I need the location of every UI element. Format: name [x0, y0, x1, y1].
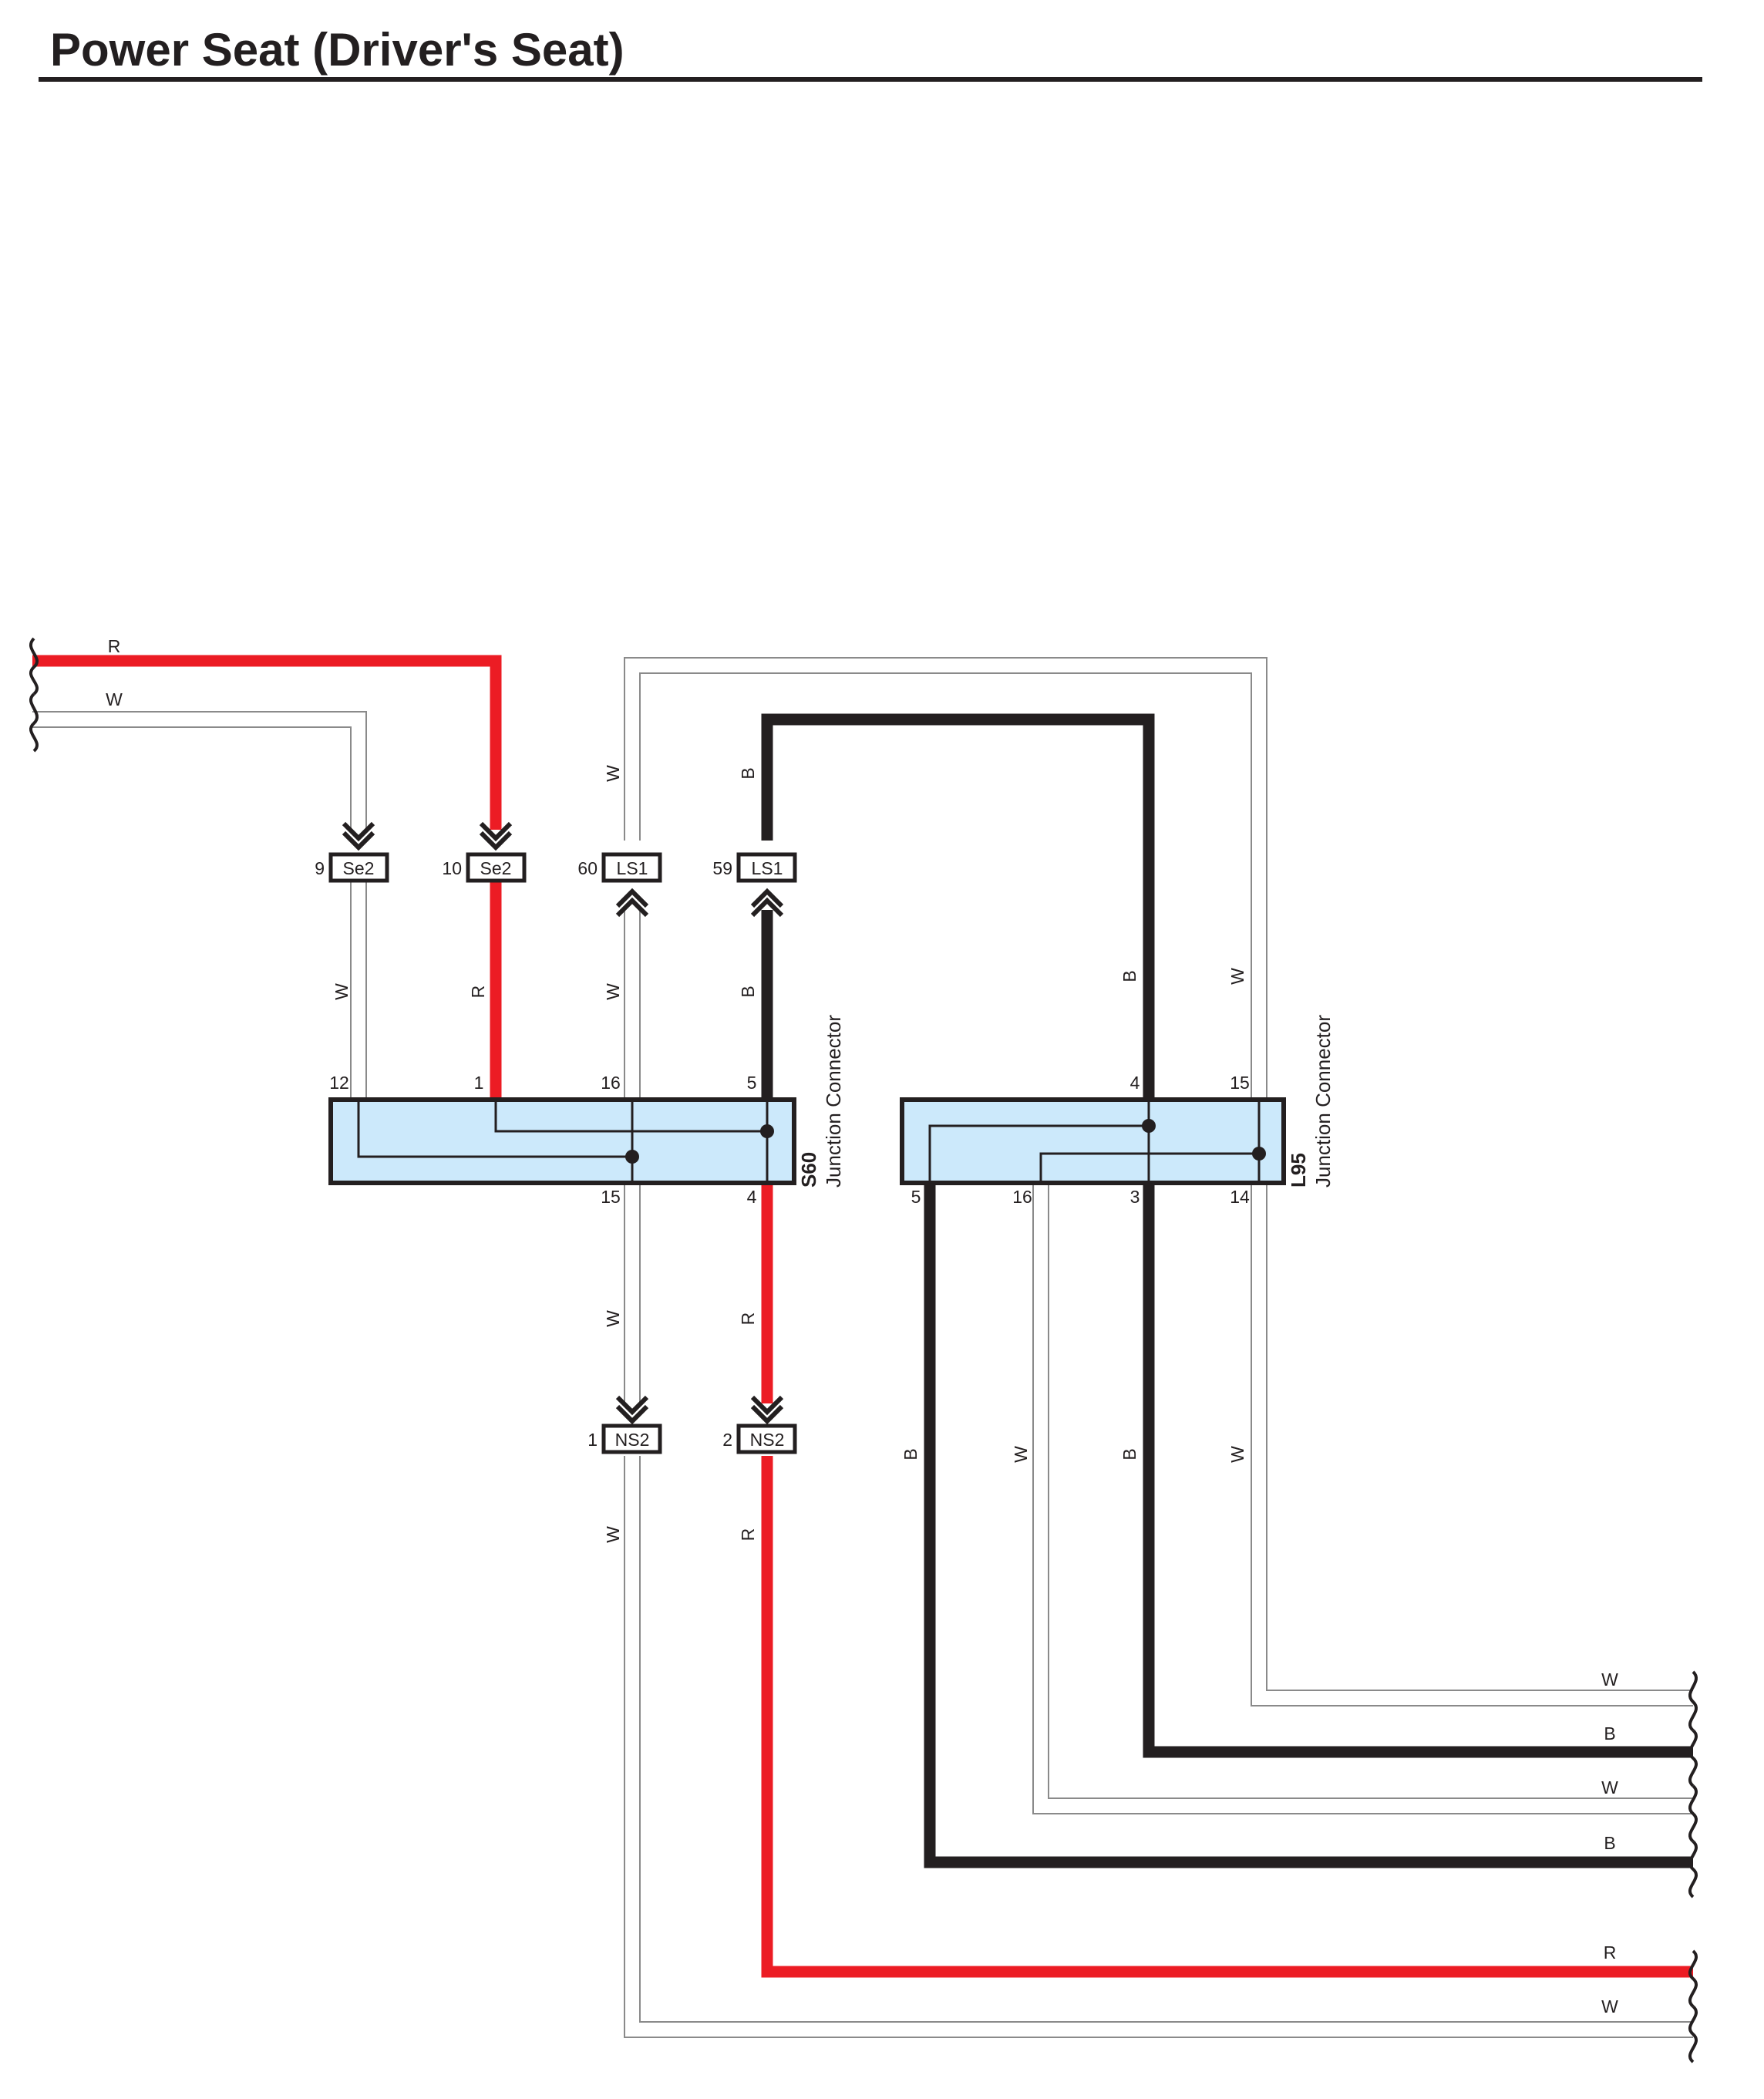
junction-connector-l95: 4 15 5 16 3 14 L95 Junction Connector: [900, 1015, 1335, 1207]
connector-se2-10-box: [466, 852, 527, 883]
chevron-down-icon: [342, 821, 375, 851]
connector-ns2-1-box: [601, 1423, 662, 1454]
junction-pin: 16: [1012, 1187, 1032, 1207]
junction-pin: 14: [1230, 1187, 1250, 1207]
junction-pin: 5: [747, 1073, 757, 1093]
wire-break-right-2: [1688, 1729, 1698, 1787]
wire-break-right-4: [1688, 1840, 1698, 1899]
junction-pin: 4: [747, 1187, 757, 1207]
wire-break-right-5: [1688, 1949, 1698, 2008]
page-title: Power Seat (Driver's Seat): [50, 24, 624, 76]
connector-pin-number: 60: [577, 858, 598, 878]
connector-pin-number: 1: [587, 1430, 598, 1450]
wire-color-label: W: [332, 983, 352, 1000]
wire-color-label: W: [1011, 1446, 1031, 1463]
wire-color-label: R: [738, 1528, 758, 1541]
wire-color-label: B: [1119, 1448, 1140, 1460]
junction-pin: 15: [1230, 1073, 1250, 1093]
connector-name: Se2: [343, 858, 375, 878]
connector-name: LS1: [752, 858, 783, 878]
wire-w-left-to-se2-9: [32, 711, 367, 830]
connector-ls1-59-box: [736, 852, 797, 883]
wire-color-label: R: [738, 1312, 758, 1326]
wire-break-left-1: [29, 637, 39, 696]
junction-pin: 15: [601, 1187, 621, 1207]
wire-r-ns2-2-to-bottom: [761, 1456, 1693, 1978]
wire-break-right-1: [1688, 1670, 1698, 1732]
wire-w-ls1-60-loop-to-l95-15: [624, 657, 1267, 1100]
wire-w-l95-16-to-right: [1032, 1183, 1693, 1814]
junction-pin: 5: [911, 1187, 921, 1207]
wire-color-label: R: [108, 636, 121, 656]
connector-name: NS2: [750, 1430, 785, 1450]
connector-pin-number: 10: [442, 858, 462, 878]
wire-w-ls1-60-to-s60-16: [624, 910, 641, 1100]
connector-name: LS1: [617, 858, 648, 878]
wire-color-label: R: [1604, 1942, 1617, 1963]
wire-break-left-2: [29, 692, 39, 753]
wire-color-label: B: [738, 767, 758, 779]
junction-pin: 16: [601, 1073, 621, 1093]
chevron-up-icon: [750, 888, 784, 918]
connector-name: Se2: [480, 858, 512, 878]
wire-color-label: W: [1601, 1996, 1618, 2016]
junction-connector-s60: 12 1 16 5 15 4 S60 Junction Connector: [328, 1015, 845, 1207]
connector-ls1-60-box: [601, 852, 662, 883]
wire-w-s60-15-to-ns2-1: [624, 1183, 641, 1403]
wire-color-label: R: [468, 985, 488, 999]
wire-color-label: B: [1604, 1833, 1615, 1853]
chevron-up-icon: [615, 888, 649, 918]
connector-pin-number: 9: [315, 858, 325, 878]
wire-color-label: W: [603, 983, 623, 1000]
wire-color-label: W: [603, 1310, 623, 1327]
junction-code: L95: [1287, 1153, 1310, 1188]
wire-color-label: W: [1227, 1446, 1247, 1463]
chevron-down-icon: [750, 1395, 784, 1425]
wire-color-label: W: [603, 1526, 623, 1543]
wire-w-l95-14-to-right: [1251, 1183, 1693, 1706]
junction-pin: 4: [1130, 1073, 1140, 1093]
wire-color-label: W: [1227, 968, 1247, 985]
wire-color-label: W: [603, 765, 623, 782]
junction-code: S60: [797, 1152, 820, 1188]
wire-w-se2-9-to-s60-12: [350, 870, 367, 1100]
junction-pin: 1: [474, 1073, 484, 1093]
connector-se2-9-box: [328, 852, 389, 883]
wire-color-label: B: [1604, 1723, 1615, 1744]
wire-r-left-to-se2-10: [32, 655, 502, 830]
wire-color-label: B: [738, 985, 758, 997]
chevron-down-icon: [479, 821, 513, 851]
wire-b-l95-3-to-right: [1143, 1183, 1693, 1758]
connector-ns2-2-box: [736, 1423, 797, 1454]
wire-break-right-3: [1688, 1784, 1698, 1843]
wire-b-l95-5-to-right: [924, 1183, 1693, 1868]
wire-color-label: W: [1601, 1777, 1618, 1797]
wire-break-right-6: [1688, 2005, 1698, 2064]
wire-b-ls1-59-to-l95-4: [761, 713, 1155, 1100]
junction-description: Junction Connector: [822, 1015, 845, 1188]
junction-description: Junction Connector: [1311, 1015, 1335, 1188]
connector-name: NS2: [615, 1430, 650, 1450]
junction-pin: 3: [1130, 1187, 1140, 1207]
connector-pin-number: 59: [712, 858, 732, 878]
wire-color-label: B: [901, 1448, 921, 1460]
wire-color-label: W: [106, 689, 123, 709]
wire-color-label: B: [1119, 970, 1140, 982]
junction-pin: 12: [329, 1073, 349, 1093]
wire-w-ns2-1-to-bottom: [624, 1456, 1693, 2038]
chevron-down-icon: [615, 1395, 649, 1425]
wire-color-label: W: [1601, 1669, 1618, 1690]
connector-pin-number: 2: [722, 1430, 732, 1450]
